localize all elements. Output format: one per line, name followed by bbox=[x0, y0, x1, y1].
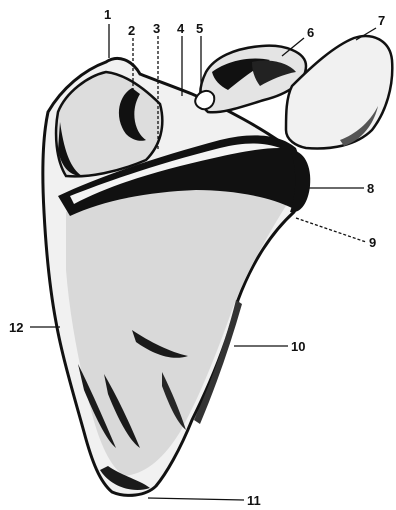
leader-line-9 bbox=[296, 218, 366, 242]
label-6: 6 bbox=[307, 26, 314, 39]
label-5: 5 bbox=[196, 22, 203, 35]
label-8: 8 bbox=[367, 182, 374, 195]
leader-line-11 bbox=[148, 498, 244, 500]
infraspinous-fossa bbox=[66, 185, 292, 476]
label-11: 11 bbox=[247, 494, 261, 507]
label-3: 3 bbox=[153, 22, 160, 35]
label-2: 2 bbox=[128, 24, 135, 37]
label-7: 7 bbox=[378, 14, 385, 27]
coracoid-tip bbox=[195, 91, 214, 109]
label-12: 12 bbox=[9, 321, 23, 334]
label-10: 10 bbox=[291, 340, 305, 353]
label-9: 9 bbox=[369, 236, 376, 249]
label-1: 1 bbox=[104, 8, 111, 21]
acromion bbox=[286, 36, 392, 148]
label-4: 4 bbox=[177, 22, 184, 35]
